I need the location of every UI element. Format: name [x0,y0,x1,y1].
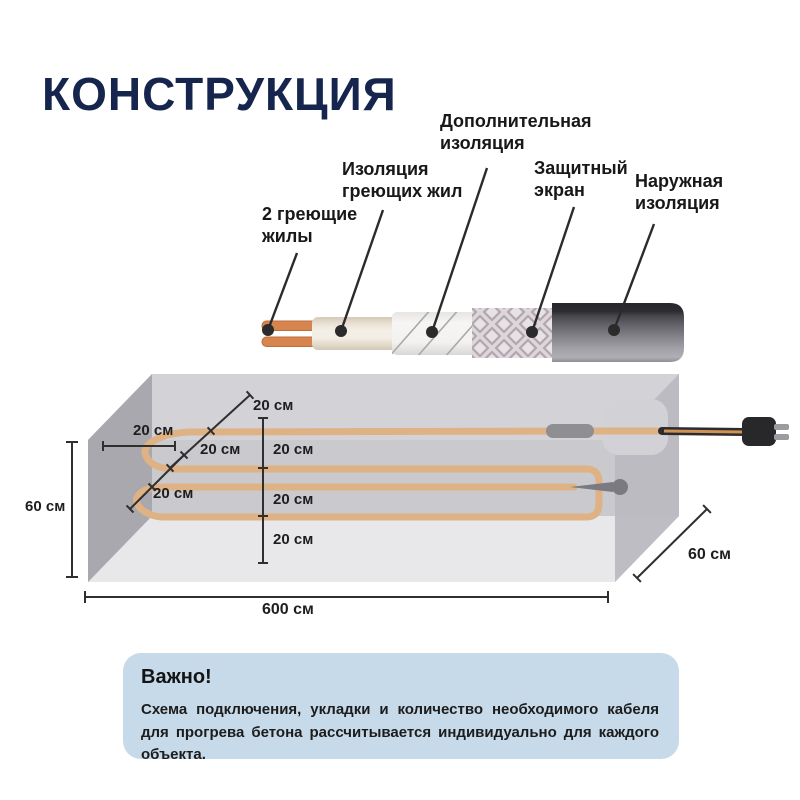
page-title: КОНСТРУКЦИЯ [42,67,397,120]
heating-cable-path [133,427,666,521]
core-insulation-layer [312,317,400,350]
spacing-label-1: 20 см [253,397,294,414]
width-label: 60 см [688,546,731,563]
height-dimension-line [66,441,78,578]
spacing-label-4: 20 см [273,441,314,458]
length-label: 600 см [262,601,314,618]
concrete-block [88,374,679,582]
cable-exit-notch [602,399,668,455]
important-note-body: Схема подключения, укладки и количество … [141,701,659,763]
spacing-label-7: 20 см [273,531,314,548]
pointer-dots [262,324,620,338]
vertical-spacing-line [258,417,268,564]
block-floor [88,516,679,582]
diagonal-spacing-line-lower [125,450,189,514]
shield-layer [472,308,558,358]
coupling-sleeve [546,424,594,438]
power-plug-icon [742,417,789,446]
cable-cutaway [261,167,684,362]
important-note-title: Важно! [141,666,212,688]
label-additional-insulation: Дополнительная изоляция [440,111,592,153]
block-left-wall [88,374,152,582]
width-dimension-line [632,504,712,583]
length-dimension-line [84,591,609,603]
end-probe [570,479,628,495]
dimension-lines [66,390,712,603]
label-heating-cores: 2 греющие жилы [262,204,358,246]
spacing-label-5: 20 см [153,485,194,502]
power-cord [658,427,750,436]
label-shield: Защитный экран [534,158,628,200]
edge-offset-line [102,441,176,451]
height-label: 60 см [25,498,66,515]
spacing-label-6: 20 см [273,491,314,508]
pointer-lines [266,167,656,333]
label-outer-insulation: Наружная изоляция [635,171,724,213]
spacing-label-3: 20 см [200,441,241,458]
label-core-insulation: Изоляция греющих жил [342,159,463,201]
important-note: Важно! Схема подключения, укладки и коли… [123,653,679,763]
spacing-label-2: 20 см [133,422,174,439]
